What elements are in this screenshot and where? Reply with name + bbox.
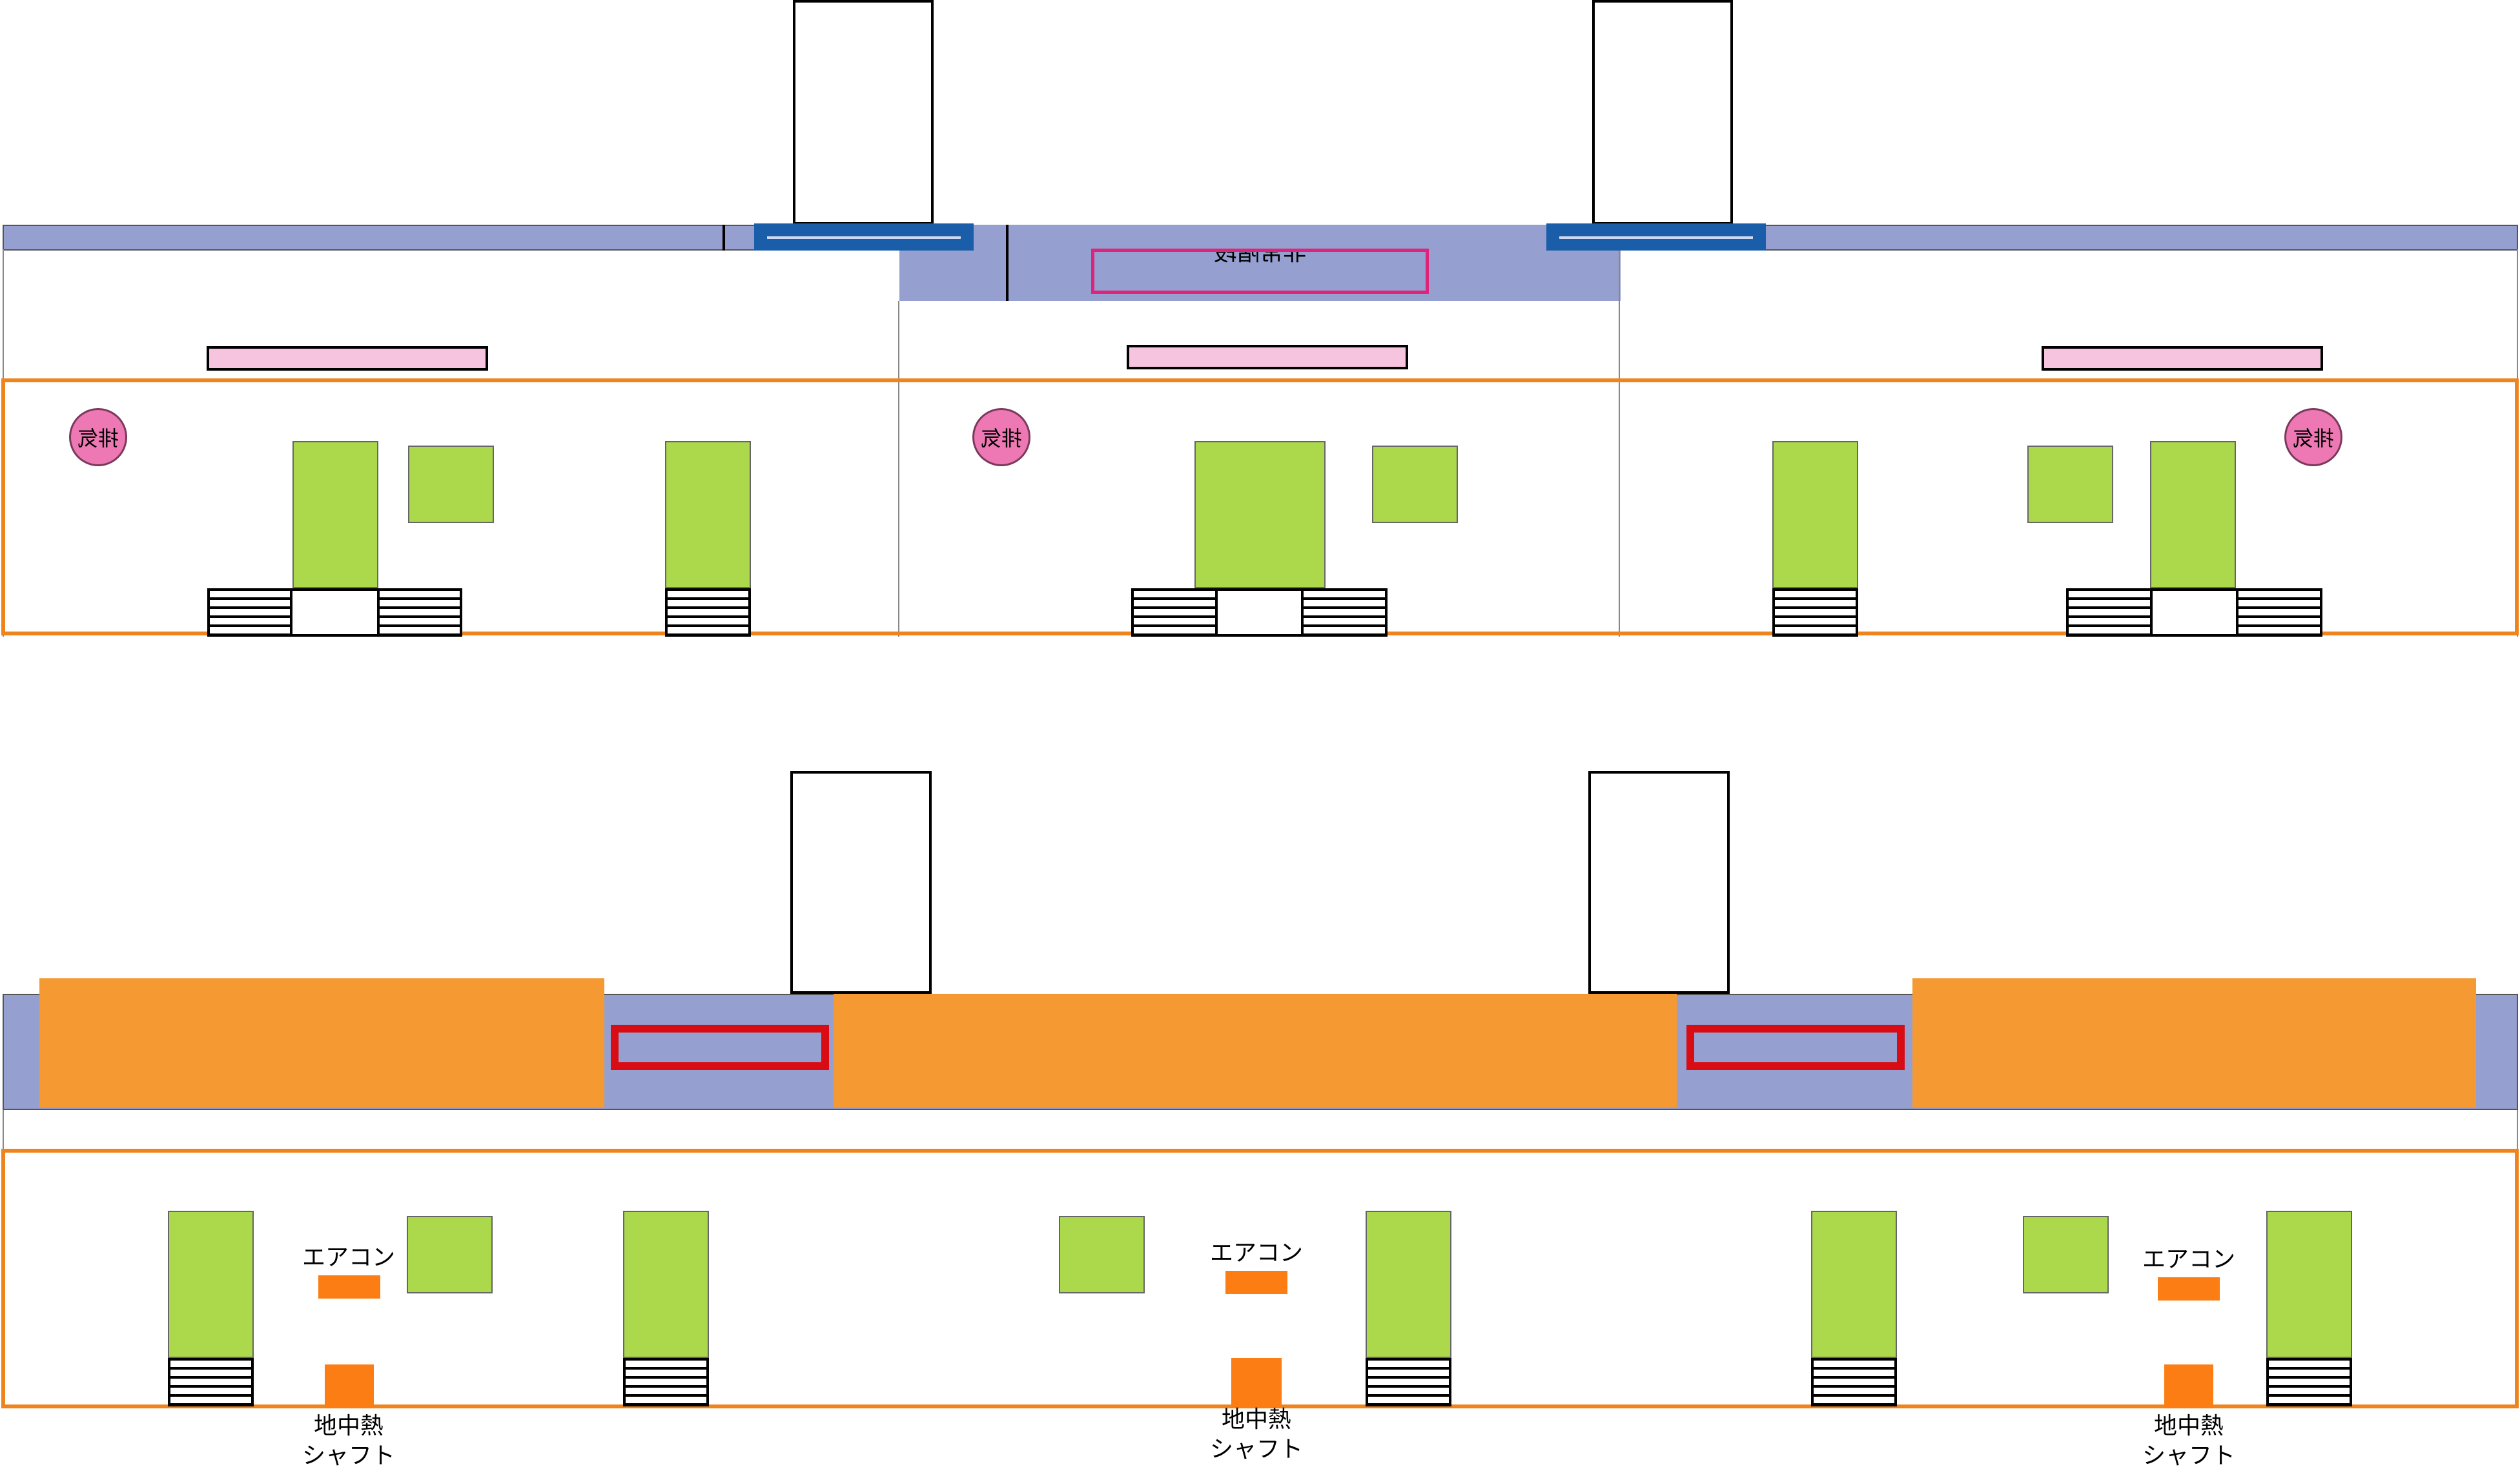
pink-bar-2 xyxy=(1127,345,1408,369)
green-block xyxy=(1372,446,1458,523)
orange-block-left xyxy=(39,978,604,1107)
stair-unit xyxy=(168,1358,254,1406)
green-block xyxy=(2266,1211,2352,1358)
top-corridor-center xyxy=(899,225,1621,301)
top-tower-right xyxy=(1592,0,1733,225)
green-block xyxy=(1059,1216,1145,1293)
stair-unit xyxy=(665,588,751,637)
geothermal-shaft xyxy=(325,1364,374,1408)
top-tower-left xyxy=(793,0,934,225)
geothermal-label: 地中熱シャフト xyxy=(2142,1413,2235,1469)
stair-unit xyxy=(2266,1358,2352,1406)
stair-unit xyxy=(2236,588,2322,637)
green-block xyxy=(1772,441,1858,588)
red-box-left xyxy=(611,1025,829,1070)
bottom-tower-left xyxy=(790,771,932,994)
pink-bar-3 xyxy=(2042,346,2323,371)
aircon-unit xyxy=(318,1275,380,1299)
pink-bar-1 xyxy=(207,346,488,371)
stair-unit xyxy=(1772,588,1858,637)
top-divider-1 xyxy=(722,225,725,251)
exhaust-symbol-3: 排気 xyxy=(2284,408,2342,466)
orange-block-right xyxy=(1912,978,2476,1107)
green-block xyxy=(2150,441,2236,588)
top-blue-band-left xyxy=(754,223,974,251)
stair-unit xyxy=(207,588,292,637)
stair-landing xyxy=(2150,588,2238,637)
top-partition-2 xyxy=(1619,251,1620,637)
green-block xyxy=(1194,441,1326,588)
aircon-unit xyxy=(2158,1277,2220,1301)
aircon-label: エアコン xyxy=(1209,1240,1303,1266)
aircon-unit xyxy=(1225,1271,1287,1294)
green-block xyxy=(408,446,494,523)
bottom-tower-right xyxy=(1588,771,1730,994)
green-block xyxy=(665,441,751,588)
top-blue-band-right xyxy=(1546,223,1766,251)
green-block xyxy=(2027,446,2113,523)
top-divider-2 xyxy=(1006,225,1009,301)
geothermal-shaft xyxy=(2164,1364,2213,1408)
stair-unit xyxy=(1811,1358,1897,1406)
green-block xyxy=(407,1216,493,1293)
aircon-label: エアコン xyxy=(2142,1246,2235,1273)
green-block xyxy=(2023,1216,2109,1293)
green-block xyxy=(168,1211,254,1358)
exhaust-symbol-2: 排気 xyxy=(972,408,1030,466)
stair-landing xyxy=(1215,588,1304,637)
top-partition-1 xyxy=(898,301,899,637)
exhaust-symbol-1: 排気 xyxy=(69,408,127,466)
corridor-sign-box: 非常階段 xyxy=(1091,249,1429,294)
stair-unit xyxy=(2066,588,2153,637)
stair-unit xyxy=(377,588,462,637)
stair-landing xyxy=(290,588,380,637)
aircon-label: エアコン xyxy=(302,1244,395,1271)
green-block xyxy=(623,1211,709,1358)
stair-unit xyxy=(623,1358,709,1406)
red-box-right xyxy=(1686,1025,1905,1070)
green-block xyxy=(292,441,378,588)
stair-unit xyxy=(1131,588,1218,637)
bottom-room-outline xyxy=(3,1110,2518,1149)
green-block xyxy=(1811,1211,1897,1358)
green-block xyxy=(1366,1211,1451,1358)
orange-block-center xyxy=(834,994,1677,1107)
geothermal-shaft xyxy=(1231,1358,1282,1408)
stair-unit xyxy=(1366,1358,1451,1406)
geothermal-label: 地中熱シャフト xyxy=(1209,1406,1303,1463)
geothermal-label: 地中熱シャフト xyxy=(302,1413,395,1469)
stair-unit xyxy=(1301,588,1388,637)
